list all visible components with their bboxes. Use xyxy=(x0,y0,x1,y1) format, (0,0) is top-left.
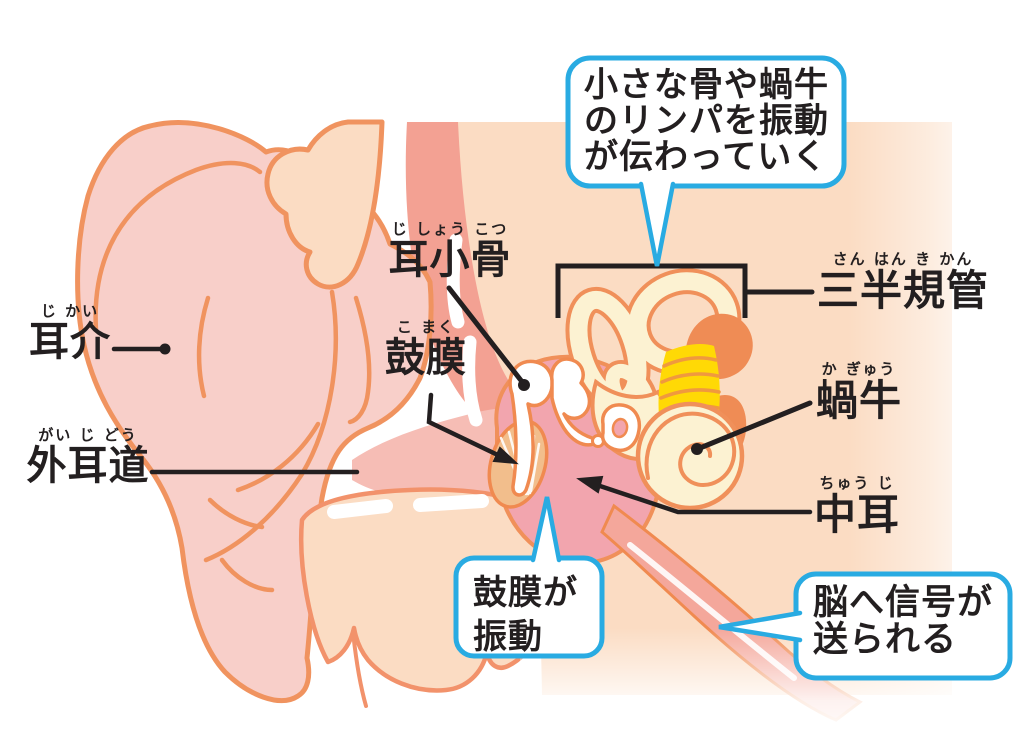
ossicles-shape xyxy=(508,357,642,497)
callout-signal-to-brain-text: 脳へ信号が 送られる xyxy=(813,585,993,659)
label-ossicles: じ しょう こつ 耳小骨 xyxy=(386,220,514,283)
bracket-semicircular-canals xyxy=(555,263,815,318)
label-semicircular-canals-furigana: さん はん き かん xyxy=(832,250,974,268)
skin-band-shape xyxy=(405,122,538,414)
pinna-shape xyxy=(75,119,434,703)
leader-cochlea xyxy=(691,400,813,455)
highlight-streaks xyxy=(327,233,489,519)
callout-vibration-path-frame xyxy=(565,55,847,267)
callout-eardrum-vibrates-text: 鼓膜が 振動 xyxy=(473,571,578,659)
leader-eardrum xyxy=(426,392,519,465)
callout-signal-to-brain-frame xyxy=(718,571,1013,681)
label-eardrum: こ まく 鼓膜 xyxy=(382,318,470,381)
callout-vibration-path-line1: 小さな骨や蝸牛 xyxy=(584,65,829,105)
tragus-knob-shape xyxy=(264,119,385,290)
callout-signal-to-brain-line2: 送られる xyxy=(813,620,958,660)
label-semicircular-canals-text: 三半規管 xyxy=(816,266,989,315)
label-ear-canal: がい じ どう 外耳道 xyxy=(22,426,154,489)
callout-eardrum-vibrates-line2: 振動 xyxy=(473,617,543,657)
callout-frames xyxy=(453,55,1013,681)
callout-signal-to-brain-line1: 脳へ信号が xyxy=(813,583,994,623)
callout-eardrum-vibrates-frame xyxy=(453,496,605,659)
callout-vibration-path-text: 小さな骨や蝸牛 のリンパを振動 が伝わっていく xyxy=(584,67,829,175)
label-middle-ear: ちゅう じ 中耳 xyxy=(810,476,904,536)
label-semicircular-canals: さん はん き かん 三半規管 xyxy=(814,252,992,312)
label-middle-ear-furigana: ちゅう じ xyxy=(819,474,895,492)
leader-middle-ear xyxy=(576,475,813,515)
leader-lines xyxy=(111,263,815,515)
label-cochlea: か ぎゅう 蝸牛 xyxy=(812,362,906,422)
label-auricle-furigana: じ かい xyxy=(40,302,100,320)
leader-auricle xyxy=(111,343,171,355)
cochlea-shape xyxy=(635,401,745,511)
callout-vibration-path-line3: が伝わっていく xyxy=(584,137,828,177)
label-cochlea-furigana: か ぎゅう xyxy=(821,360,897,378)
label-cochlea-text: 蝸牛 xyxy=(815,376,902,425)
label-eardrum-furigana: こ まく xyxy=(396,318,456,336)
label-ossicles-furigana: じ しょう こつ xyxy=(391,220,509,238)
leader-ossicles xyxy=(446,285,530,391)
label-auricle-text: 耳介 xyxy=(29,319,111,365)
label-ossicles-text: 耳小骨 xyxy=(388,237,512,283)
label-ear-canal-furigana: がい じ どう xyxy=(38,426,138,444)
label-ear-canal-text: 外耳道 xyxy=(26,443,150,489)
callout-vibration-path-line2: のリンパを振動 xyxy=(584,101,829,141)
label-middle-ear-text: 中耳 xyxy=(813,490,900,539)
label-eardrum-text: 鼓膜 xyxy=(385,335,467,381)
semicircular-canals-shape xyxy=(565,268,742,462)
label-auricle: じ かい 耳介 xyxy=(26,302,114,365)
pinna-inner-lines xyxy=(93,160,372,593)
callout-eardrum-vibrates-line1: 鼓膜が xyxy=(473,573,578,613)
